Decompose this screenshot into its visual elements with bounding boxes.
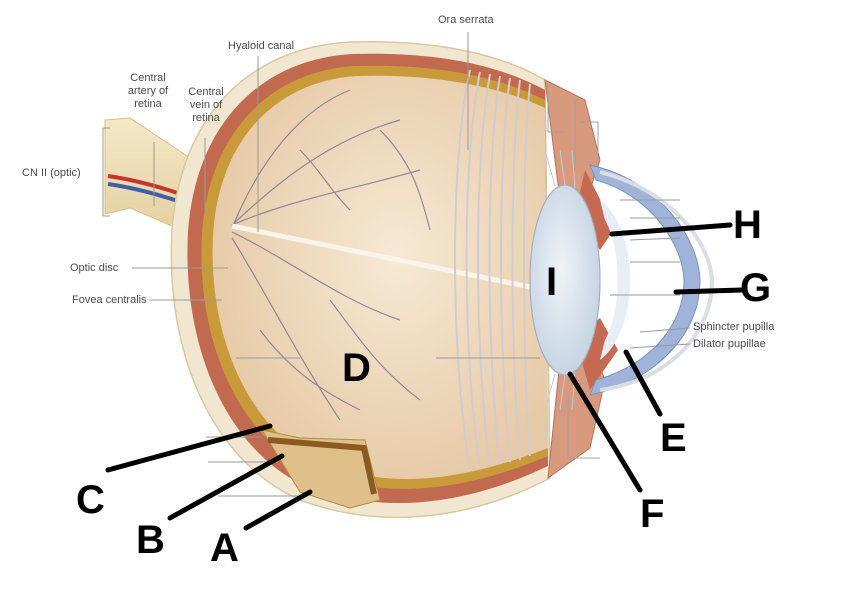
marker-c: C bbox=[76, 478, 105, 522]
hyaloid-canal-label: Hyaloid canal bbox=[228, 40, 295, 52]
fovea-centralis-label: Fovea centralis bbox=[72, 294, 147, 306]
sphincter-pupilla-label: Sphincter pupilla bbox=[693, 321, 775, 333]
dilator-pupillae-label: Dilator pupillae bbox=[693, 338, 766, 350]
iris-upper bbox=[575, 170, 615, 250]
retinal-vessels bbox=[231, 89, 431, 421]
reference-brackets bbox=[547, 85, 600, 459]
marker-e: E bbox=[660, 416, 687, 460]
cornea bbox=[589, 164, 701, 396]
marker-a: A bbox=[210, 526, 239, 570]
cn-ii-label: CN II (optic) bbox=[22, 167, 81, 179]
ciliary-folds bbox=[454, 69, 531, 471]
marker-i: I bbox=[546, 260, 558, 304]
central-vein-label: Central vein of retina bbox=[188, 86, 224, 124]
anterior-chamber bbox=[600, 200, 630, 360]
marker-h: H bbox=[733, 203, 762, 247]
marker-f: F bbox=[640, 492, 665, 536]
bold-leaders bbox=[105, 222, 745, 531]
optic-disc-label: Optic disc bbox=[70, 262, 119, 274]
hyaloid-canal bbox=[231, 223, 546, 293]
marker-d: D bbox=[342, 346, 371, 390]
ora-serrata-label: Ora serrata bbox=[438, 14, 494, 26]
lens bbox=[529, 184, 601, 376]
marker-b: B bbox=[136, 518, 165, 562]
thin-leaders bbox=[102, 32, 691, 497]
vitreous-body bbox=[212, 75, 548, 479]
central-artery-label: Central artery of retina bbox=[127, 72, 169, 110]
marker-g: G bbox=[740, 266, 772, 310]
